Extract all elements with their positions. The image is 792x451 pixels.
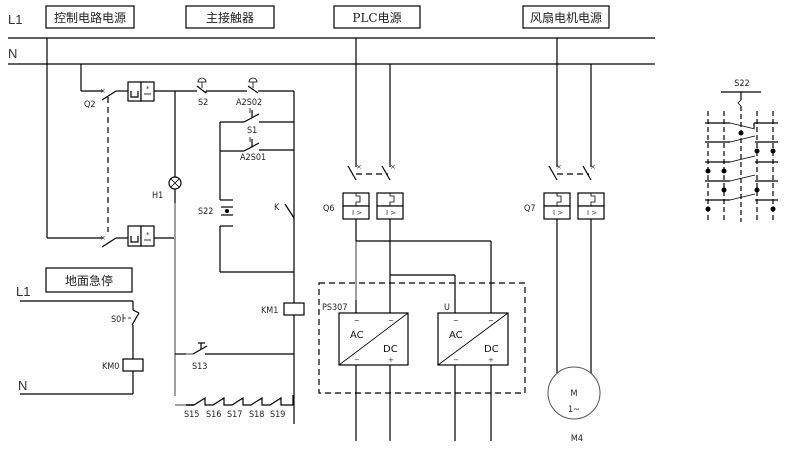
ac-label: AC [449, 330, 463, 341]
svg-text:×: × [356, 163, 362, 171]
s1-a2s01-branch: S1 A2S01 [219, 108, 294, 200]
s19-label: S19 [270, 410, 285, 420]
svg-text:+: + [488, 356, 494, 364]
s16-label: S16 [206, 410, 221, 420]
svg-text:*: * [146, 85, 150, 93]
s18-label: S18 [249, 410, 264, 420]
q7-breaker: × × I > I > Q7 [524, 38, 605, 376]
svg-text:+: + [388, 356, 394, 364]
svg-text:*: * [146, 231, 150, 239]
h1-label: H1 [152, 191, 163, 201]
s15-s19-series: S15 S16 S17 S18 S19 [175, 395, 294, 420]
rail-l1-lower-label: L1 [16, 284, 30, 299]
s13-contact: S13 [175, 342, 294, 372]
q6-trip-symbol: I > [386, 209, 396, 217]
ac-dc-converter-2: ~ ~ AC DC − + [437, 312, 509, 441]
km0-label: KM0 [102, 362, 119, 372]
svg-text:~: ~ [388, 317, 394, 325]
svg-text:×: × [100, 87, 106, 95]
s13-label: S13 [192, 362, 207, 372]
section-title: 控制电路电源 [54, 10, 126, 25]
ps307-label: PS307 [322, 303, 347, 313]
section-main-contactor: 主接触器 [185, 5, 275, 29]
svg-text:~: ~ [488, 317, 494, 325]
ac-label: AC [350, 330, 364, 341]
section-fan-power: 风扇电机电源 [522, 5, 610, 29]
q2-label: Q2 [84, 100, 96, 110]
svg-text:~: ~ [453, 317, 459, 325]
svg-text:−: − [354, 356, 360, 364]
motor-m4: M 1~ M4 [547, 366, 601, 444]
m4-label: M4 [571, 434, 583, 444]
a2s02-label: A2S02 [236, 98, 262, 108]
q6-trip-symbol: I > [352, 209, 362, 217]
q7-label: Q7 [524, 204, 536, 214]
s22-detail-diagram: S22 [705, 79, 778, 222]
svg-text:×: × [590, 163, 596, 171]
s22-detail-label: S22 [734, 79, 749, 89]
s2-a2s02-branch: S2 A2S02 [175, 77, 295, 424]
rail-l1-label: L1 [8, 12, 22, 27]
svg-text:×: × [100, 234, 106, 242]
section-title: 主接触器 [206, 10, 254, 25]
q6-label: Q6 [323, 204, 335, 214]
rail-n-label: N [8, 46, 17, 61]
rail-n-lower-label: N [18, 378, 27, 393]
s2-label: S2 [198, 98, 208, 108]
s15-label: S15 [184, 410, 199, 420]
km1-label: KM1 [261, 306, 278, 316]
q6-breaker: × × I > I > Q6 [323, 38, 492, 313]
estop-circuit: L1 S0 KM0 N [16, 284, 144, 395]
motor-phase-label: 1~ [568, 405, 580, 415]
svg-text:~: ~ [354, 317, 360, 325]
ac-dc-converter-1: ~ ~ AC DC − + [338, 312, 409, 441]
section-title: PLC电源 [352, 11, 401, 25]
q2-breaker: × * Q2 × * [46, 38, 175, 248]
h1-lamp: H1 [152, 91, 182, 396]
km1-coil: KM1 [261, 302, 305, 316]
dc-label: DC [383, 344, 398, 355]
svg-text:−: − [453, 356, 459, 364]
ps307-enclosure [318, 282, 526, 394]
section-control-power: 控制电路电源 [45, 5, 135, 29]
section-title: 地面急停 [65, 273, 113, 288]
s0-label: S0 [111, 315, 121, 325]
s22-label: S22 [198, 207, 213, 217]
k-label: K [274, 203, 280, 213]
k-contact: K [274, 203, 295, 219]
svg-text:×: × [556, 163, 562, 171]
s22-switch: S22 [198, 199, 294, 273]
section-title: 风扇电机电源 [530, 10, 602, 25]
u-label: U [444, 303, 450, 313]
svg-text:×: × [390, 163, 396, 171]
section-plc-power: PLC电源 [333, 5, 421, 29]
motor-m-label: M [571, 389, 578, 399]
q7-trip-symbol: I > [587, 209, 597, 217]
q7-trip-symbol: I > [553, 209, 563, 217]
section-ground-estop: 地面急停 [45, 267, 133, 293]
s17-label: S17 [227, 410, 242, 420]
dc-label: DC [484, 344, 499, 355]
s1-label: S1 [247, 126, 257, 136]
a2s01-label: A2S01 [240, 153, 266, 163]
